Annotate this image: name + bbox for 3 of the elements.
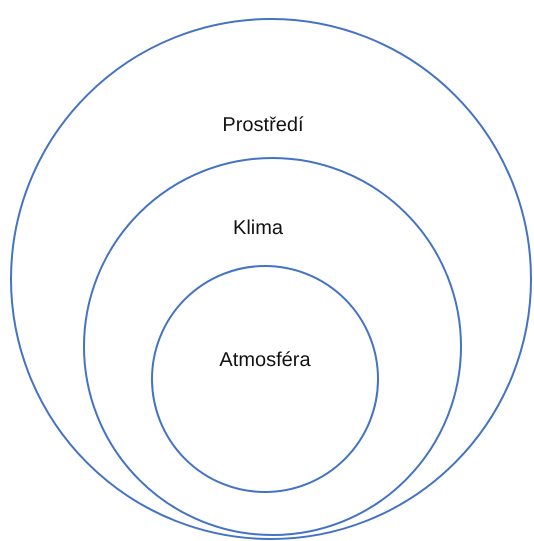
circle-label: Klima: [233, 216, 283, 240]
circle-label: Atmosféra: [219, 348, 311, 372]
circle-label: Prostředí: [222, 113, 304, 137]
